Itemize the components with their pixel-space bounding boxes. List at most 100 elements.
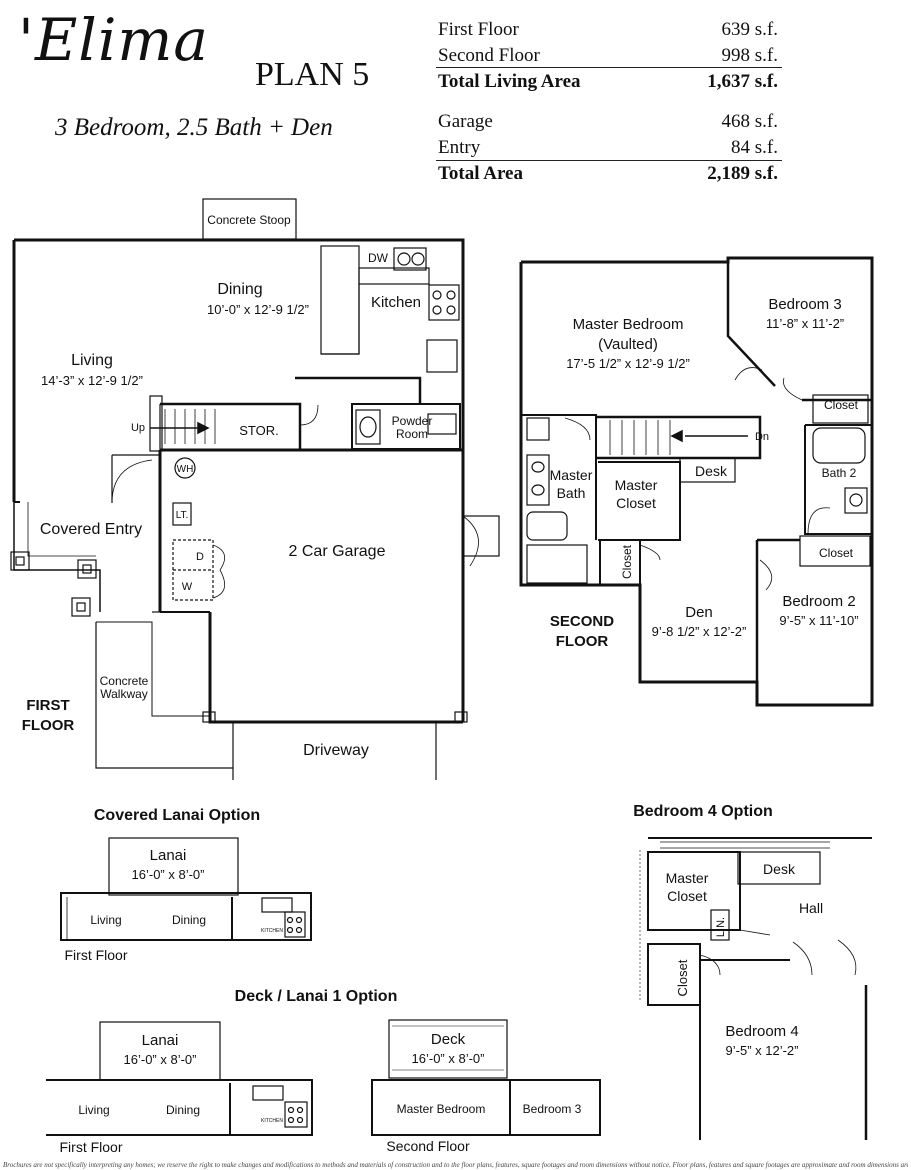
bedroom-4-option-plan (639, 837, 872, 1140)
garage-label: 2 Car Garage (289, 543, 386, 560)
second-floor-plan (519, 256, 874, 707)
living-label: Living (71, 352, 113, 369)
master-bedroom-label-line2: (Vaulted) (598, 336, 658, 353)
covered-lanai-kitchen-label: KITCHEN (261, 928, 283, 934)
deck-lanai-dining-label: Dining (166, 1103, 200, 1117)
model-name-logo: 'Elima (18, 6, 209, 74)
walkway-label-line2: Walkway (100, 687, 148, 701)
dining-dimensions: 10’-0” x 12’-9 1/2” (207, 302, 309, 317)
covered-lanai-option-title: Covered Lanai Option (94, 807, 260, 824)
covered-lanai-dining-label: Dining (172, 913, 206, 927)
hall-label: Hall (799, 900, 823, 916)
bedroom-3-dimensions: 11’-8” x 11’-2” (766, 316, 844, 331)
bedroom-4-desk-label: Desk (763, 861, 796, 877)
deck-lanai-first-floor-label: First Floor (60, 1139, 123, 1155)
area-value: 468 s.f. (721, 111, 778, 132)
powder-room-label-line2: Room (396, 427, 428, 441)
covered-entry-label: Covered Entry (40, 521, 142, 538)
area-value: 2,189 s.f. (707, 163, 778, 184)
washer-label: W (182, 581, 193, 593)
bedroom-2-closet-label: Closet (819, 546, 854, 560)
legal-disclaimer: Brochures are not specifically interpret… (3, 1161, 908, 1169)
bedroom-4-dimensions: 9’-5” x 12’-2” (726, 1043, 799, 1058)
bedroom-3-closet-label: Closet (824, 398, 859, 412)
deck-lanai-master-bedroom-label: Master Bedroom (397, 1102, 486, 1116)
master-bath-label-line1: Master (550, 467, 593, 483)
first-floor-plan (10, 198, 500, 780)
area-label: First Floor (438, 19, 519, 40)
second-floor-title-line2: FLOOR (556, 633, 609, 650)
bedroom-4-master-closet-line1: Master (666, 870, 709, 886)
bedroom-2-label: Bedroom 2 (782, 593, 855, 610)
deck-lanai-second-floor-label: Second Floor (386, 1138, 470, 1154)
area-value: 1,637 s.f. (707, 71, 778, 92)
up-label: Up (131, 422, 145, 434)
storage-label: STOR. (239, 423, 279, 438)
area-row-entry: Entry 84 s.f. (438, 137, 782, 161)
first-floor-title-line2: FLOOR (22, 717, 75, 734)
down-label: Dn (755, 431, 769, 443)
covered-lanai-dimensions: 16’-0” x 8’-0” (132, 867, 205, 882)
powder-room-label-line1: Powder (392, 414, 433, 428)
covered-lanai-living-label: Living (90, 913, 121, 927)
covered-lanai-label: Lanai (150, 847, 187, 864)
linen-label: LT. (176, 510, 189, 521)
linen-closet-label: LIN. (715, 917, 727, 937)
area-row-garage: Garage 468 s.f. (438, 111, 782, 135)
area-label: Entry (438, 137, 481, 158)
bath-2-label: Bath 2 (822, 466, 857, 480)
deck-label: Deck (431, 1031, 466, 1048)
deck-lanai-living-label: Living (78, 1103, 109, 1117)
area-value: 998 s.f. (721, 45, 778, 66)
area-row-total: Total Area 2,189 s.f. (438, 163, 782, 187)
deck-lanai-bedroom-3-label: Bedroom 3 (523, 1102, 582, 1116)
dryer-label: D (196, 551, 204, 563)
plan-label: PLAN 5 (255, 56, 370, 93)
master-closet-label-line2: Closet (616, 495, 656, 511)
deck-lanai-lanai-dimensions: 16’-0” x 8’-0” (124, 1052, 197, 1067)
concrete-stoop-label: Concrete Stoop (207, 213, 291, 227)
area-label: Second Floor (438, 45, 540, 66)
den-closet-label: Closet (620, 544, 634, 579)
desk-label: Desk (695, 463, 728, 479)
area-divider (436, 67, 782, 68)
master-closet-label-line1: Master (615, 477, 658, 493)
master-bedroom-dimensions: 17’-5 1/2” x 12’-9 1/2” (566, 356, 690, 371)
area-row-second-floor: Second Floor 998 s.f. (438, 45, 782, 69)
dw-label: DW (368, 251, 389, 265)
covered-lanai-floor-label: First Floor (65, 947, 128, 963)
master-bedroom-label-line1: Master Bedroom (573, 316, 684, 333)
water-heater-label: WH (177, 464, 194, 475)
deck-lanai-option-title: Deck / Lanai 1 Option (235, 988, 398, 1005)
deck-lanai-second-floor-plan (371, 1019, 601, 1136)
bedroom-4-label: Bedroom 4 (725, 1023, 798, 1040)
deck-lanai-first-floor-plan (46, 1021, 313, 1136)
area-divider (436, 160, 782, 161)
bedroom-3-label: Bedroom 3 (768, 296, 841, 313)
bedroom-4-master-closet-line2: Closet (667, 888, 707, 904)
kitchen-label: Kitchen (371, 294, 421, 311)
area-row-total-living: Total Living Area 1,637 s.f. (438, 71, 782, 95)
den-dimensions: 9’-8 1/2” x 12’-2” (652, 624, 747, 639)
second-floor-title-line1: SECOND (550, 613, 614, 630)
deck-dimensions: 16’-0” x 8’-0” (412, 1051, 485, 1066)
covered-lanai-option-plan (60, 837, 312, 941)
master-bath-label-line2: Bath (557, 485, 586, 501)
plan-subtitle: 3 Bedroom, 2.5 Bath + Den (55, 114, 333, 141)
area-row-first-floor: First Floor 639 s.f. (438, 19, 782, 43)
deck-lanai-lanai-label: Lanai (142, 1032, 179, 1049)
dining-label: Dining (217, 281, 262, 298)
bedroom-4-closet-label: Closet (675, 959, 690, 996)
area-label: Total Area (438, 163, 523, 184)
area-value: 639 s.f. (721, 19, 778, 40)
living-dimensions: 14’-3” x 12’-9 1/2” (41, 373, 143, 388)
bedroom-2-dimensions: 9’-5” x 11’-10” (779, 613, 858, 628)
area-label: Garage (438, 111, 493, 132)
driveway-label: Driveway (303, 742, 369, 759)
first-floor-title-line1: FIRST (26, 697, 69, 714)
deck-lanai-kitchen-label: KITCHEN (261, 1118, 283, 1124)
den-label: Den (685, 604, 713, 621)
area-value: 84 s.f. (731, 137, 778, 158)
walkway-label-line1: Concrete (100, 674, 149, 688)
